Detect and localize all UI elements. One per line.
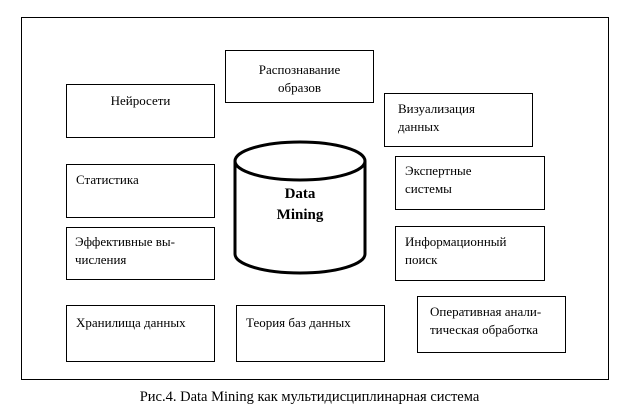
box-neural-networks: Нейросети [66,84,215,138]
box-statistics: Статистика [66,164,215,218]
diagram-frame [21,17,609,380]
center-label: Data Mining [276,186,324,223]
box-database-theory: Теория баз данных [236,305,385,362]
box-olap: Оперативная анали- тическая обработка [417,296,566,353]
figure-caption: Рис.4. Data Mining как мультидисциплинар… [139,389,480,405]
database-cylinder-icon [233,140,367,275]
box-data-warehouses: Хранилища данных [66,305,215,362]
box-information-retrieval: Информационный поиск [395,226,545,281]
box-visualization: Визуализация данных [384,93,533,147]
box-pattern-recognition: Распознавание образов [225,50,374,103]
box-efficient-computing: Эффективные вы- числения [66,227,215,280]
box-expert-systems: Экспертные системы [395,156,545,210]
